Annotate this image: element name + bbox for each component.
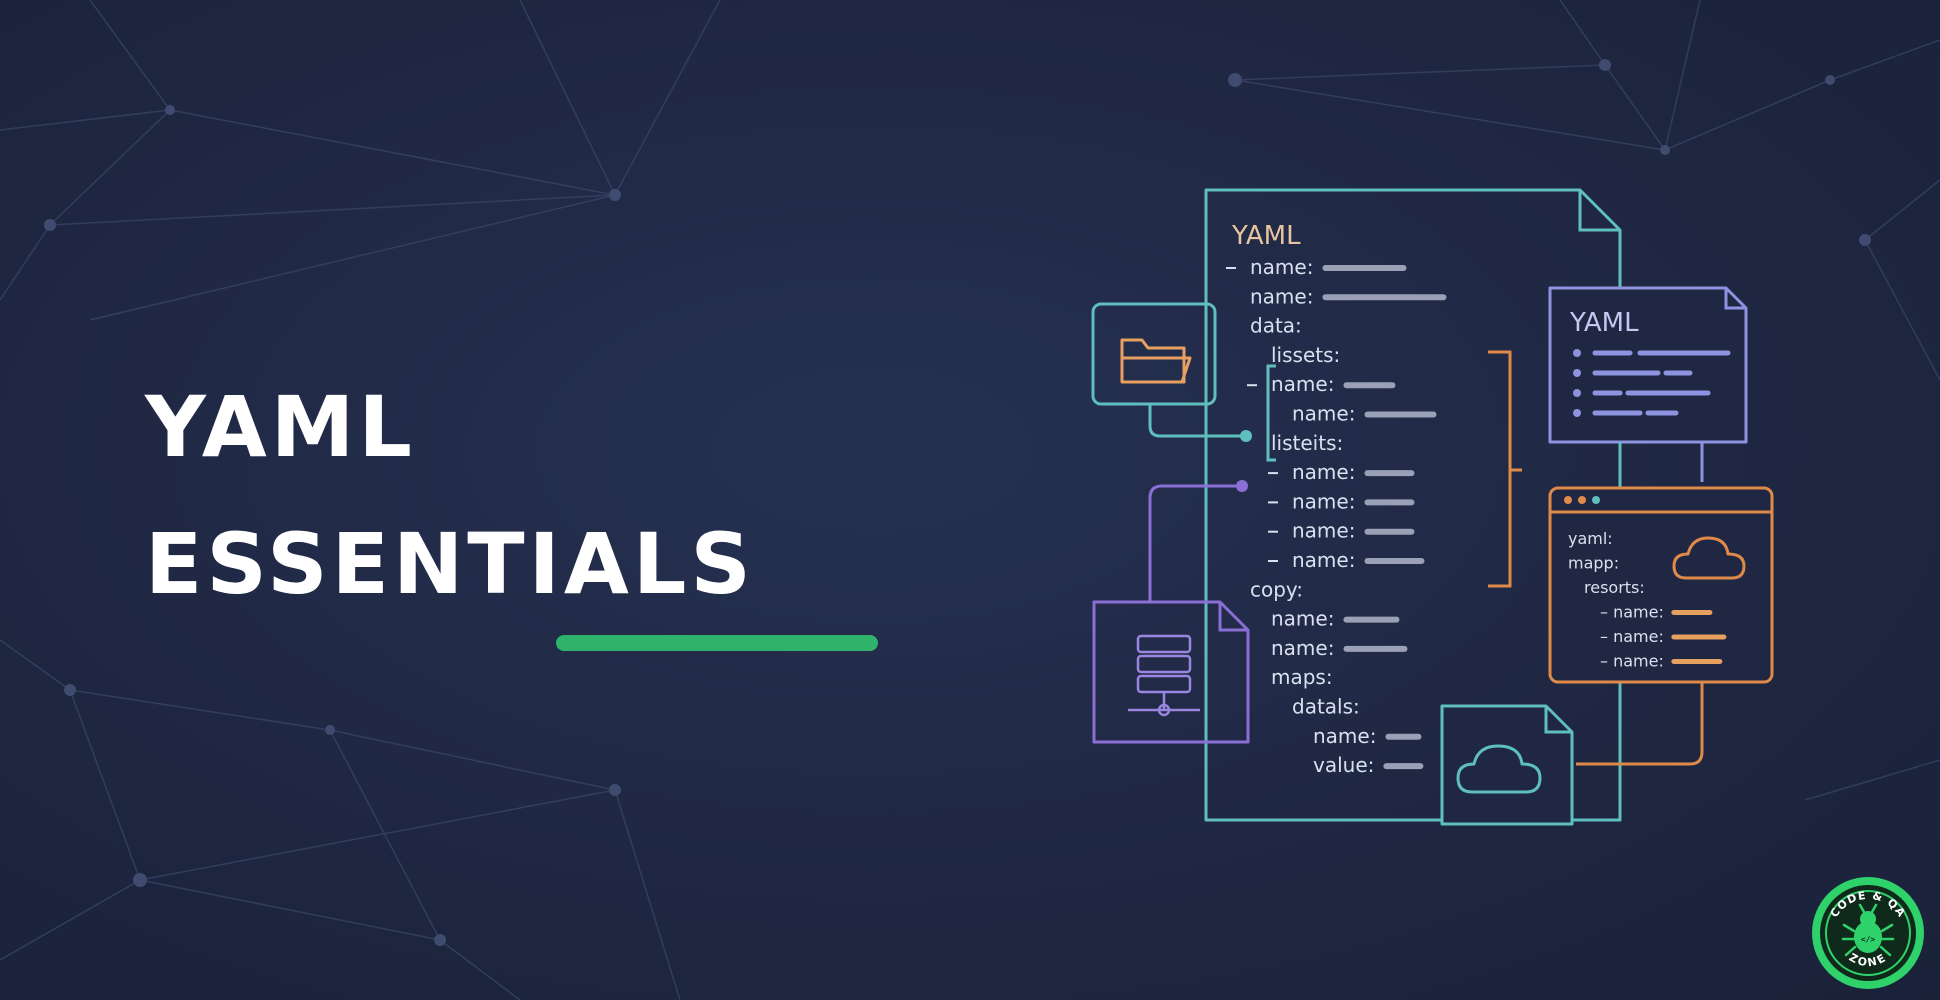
main-document-line: name: <box>1292 460 1355 484</box>
folder-icon <box>1120 338 1192 384</box>
main-document-line: name: <box>1271 636 1334 660</box>
title-underline <box>556 635 878 651</box>
main-document-lines: name: name: data: lissets: name: name: listeit… <box>1226 255 1447 777</box>
server-icon <box>1128 634 1200 717</box>
hero-title-line-1: YAML <box>145 378 416 476</box>
main-document-line: copy: <box>1250 577 1303 601</box>
main-document-line: lissets: <box>1271 343 1340 367</box>
main-document-fold <box>1578 190 1620 232</box>
browser-window-line: – name: <box>1600 652 1664 671</box>
main-document-line: maps: <box>1271 665 1333 689</box>
main-document-line: name: <box>1292 402 1355 426</box>
browser-window-line: – name: <box>1600 603 1664 622</box>
browser-window: yaml: mapp: resorts: – name: – name: – name: <box>1548 486 1774 766</box>
browser-window-line: yaml: <box>1568 529 1613 548</box>
cloud-icon <box>1456 744 1542 794</box>
browser-window-line: mapp: <box>1568 554 1619 573</box>
orange-bracket <box>1488 350 1522 588</box>
main-document-line: name: <box>1292 548 1355 572</box>
browser-window-line: – name: <box>1600 627 1664 646</box>
browser-window-line: resorts: <box>1584 578 1645 597</box>
browser-window-lines: yaml: mapp: resorts: – name: – name: – name: <box>1568 529 1727 671</box>
cloud-icon <box>1672 536 1746 580</box>
bug-logo-icon: </> <box>1841 903 1895 957</box>
main-document-line: listeits: <box>1271 431 1343 455</box>
main-document-line: name: <box>1292 489 1355 513</box>
main-document-line: name: <box>1271 607 1334 631</box>
side-document-heading: YAML <box>1569 308 1639 338</box>
svg-text:</>: </> <box>1861 935 1876 944</box>
main-document-line: name: <box>1271 372 1334 396</box>
main-document-heading: YAML <box>1231 221 1301 251</box>
hero-title-line-2: ESSENTIALS <box>145 515 755 613</box>
main-document-line: name: <box>1292 519 1355 543</box>
cloud-document <box>1440 704 1574 826</box>
code-qa-zone-logo: CODE & QA ZONE </> <box>1812 877 1924 989</box>
server-document <box>1092 480 1250 744</box>
teal-bracket <box>1266 364 1276 462</box>
main-document-line: name: <box>1250 284 1313 308</box>
side-yaml-document: YAML <box>1548 286 1748 482</box>
main-document-line: name: <box>1313 724 1376 748</box>
main-document-line: value: <box>1313 753 1374 777</box>
main-document-line: datals: <box>1292 695 1360 719</box>
main-document-line: data: <box>1250 314 1302 338</box>
folder-box <box>1091 302 1252 442</box>
main-document-line: name: <box>1250 255 1313 279</box>
yaml-illustration: YAML name: name: data: lissets: name: name: li… <box>1091 188 1774 826</box>
